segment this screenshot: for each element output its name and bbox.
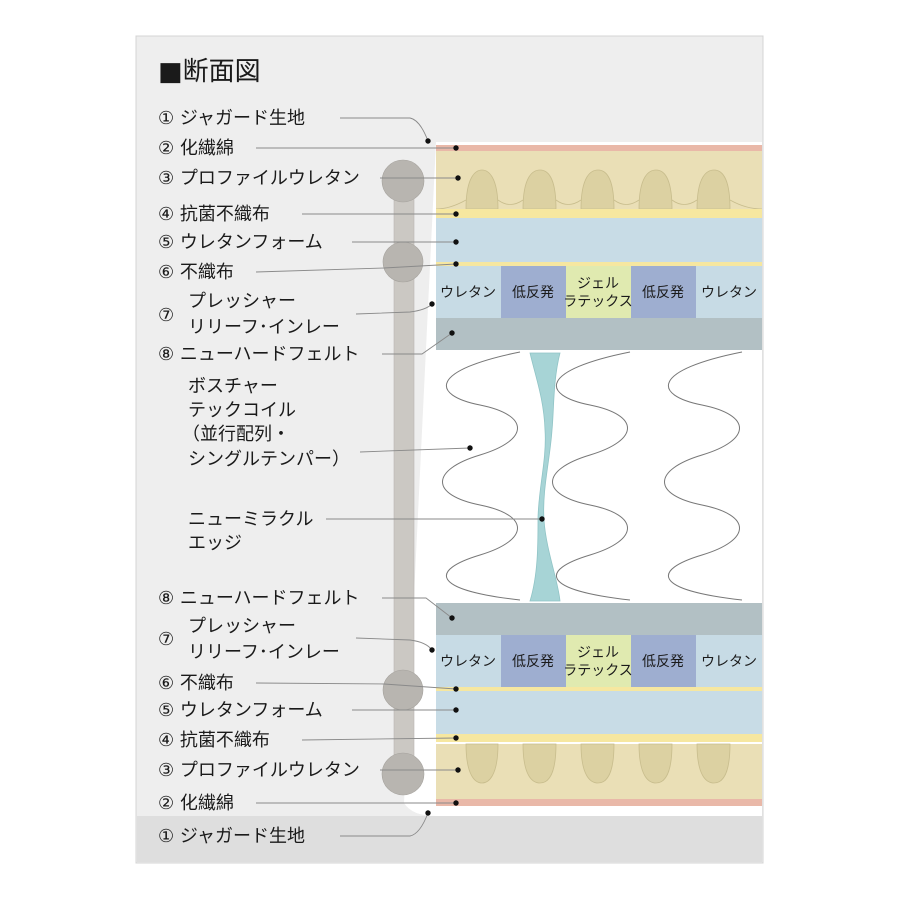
spine-knob-upper: [382, 241, 424, 283]
bottom-urethane-foam-layer: [436, 691, 762, 734]
label-jacquard-top: ① ジャガード生地: [158, 108, 305, 129]
bottom-inlay-gel-label-line1: ジェル: [577, 645, 619, 661]
bottom-jacquard-layer: [436, 799, 762, 806]
top-hard-felt-layer: [436, 318, 762, 350]
pocket-coils: [442, 351, 743, 601]
bottom-inlay-urethane-left: [436, 635, 501, 687]
bottom-inlay-urethane-right-label: ウレタン: [701, 654, 757, 670]
leader-lines: [255, 117, 542, 837]
leader-dots: [425, 138, 545, 816]
bottom-inlay-gel-latex: [566, 635, 631, 687]
top-inlay-gel-latex: [566, 266, 631, 318]
top-jacquard-layer: [436, 145, 762, 151]
label-profile-urethane-bottom: ③ プロファイルウレタン: [158, 760, 360, 781]
panel-bottom-band: [137, 816, 762, 862]
top-nonwoven-layer: [436, 262, 762, 266]
miracle-edge: [529, 352, 561, 602]
label-inlay-top-line2: リリーフ･インレー: [188, 317, 340, 338]
top-inlay-gel-label-line2: ラテックス: [563, 294, 633, 310]
label-inlay-bottom-line2: リリーフ･インレー: [188, 642, 340, 663]
top-antibacterial-layer: [436, 209, 762, 218]
top-inlay-urethane-right-label: ウレタン: [701, 285, 757, 301]
bottom-inlay-gel-label-line2: ラテックス: [563, 663, 633, 679]
label-coil-line1: ボスチャー: [188, 376, 278, 397]
bottom-antibacterial-layer: [436, 734, 762, 742]
label-antibacterial-bottom: ④ 抗菌不織布: [158, 730, 270, 751]
bottom-inlay-low-rebound-right: [631, 635, 696, 687]
bottom-inlay-low-rebound-right-label: 低反発: [642, 654, 684, 670]
bottom-inlay-urethane-right: [696, 635, 762, 687]
label-hard-felt-bottom: ⑧ ニューハードフェルト: [158, 588, 360, 609]
bottom-inlay-low-rebound-left-label: 低反発: [512, 654, 554, 670]
label-inlay-top-line1: プレッシャー: [188, 291, 296, 312]
bottom-hard-felt-layer: [436, 603, 762, 635]
top-inlay-urethane-left: [436, 266, 501, 318]
top-inlay-low-rebound-left-label: 低反発: [512, 285, 554, 301]
label-antibacterial-top: ④ 抗菌不織布: [158, 204, 270, 225]
top-inlay-low-rebound-right: [631, 266, 696, 318]
label-coil-line4: シングルテンパー）: [188, 449, 350, 470]
top-urethane-foam-layer: [436, 218, 762, 262]
spine-knob-top: [381, 159, 425, 203]
label-inlay-mark-top: ⑦: [158, 305, 174, 326]
top-inlay-row: ウレタン 低反発 ジェル ラテックス 低反発 ウレタン: [436, 266, 762, 318]
bottom-inlay-urethane-left-label: ウレタン: [440, 654, 496, 670]
bottom-profile-urethane-bumps: [465, 743, 731, 784]
top-inlay-gel-label-line1: ジェル: [577, 276, 619, 292]
label-hard-felt-top: ⑧ ニューハードフェルト: [158, 344, 360, 365]
bottom-inlay-row: ウレタン 低反発 ジェル ラテックス 低反発 ウレタン: [436, 635, 762, 687]
top-inlay-low-rebound-left: [501, 266, 566, 318]
top-profile-urethane-bumps: [435, 169, 763, 210]
label-edge-line2: エッジ: [188, 533, 242, 554]
page-title: ■断面図: [158, 57, 261, 87]
label-coil-line3: （並行配列・: [182, 424, 290, 445]
label-inlay-mark-bottom: ⑦: [158, 629, 174, 650]
top-inlay-low-rebound-right-label: 低反発: [642, 285, 684, 301]
spine-knob-bottom: [381, 752, 425, 796]
label-nonwoven-bottom: ⑥ 不織布: [158, 673, 234, 694]
label-wadding-top: ② 化繊綿: [158, 138, 234, 159]
top-inlay-urethane-left-label: ウレタン: [440, 285, 496, 301]
bottom-nonwoven-layer: [436, 687, 762, 691]
label-coil-line2: テックコイル: [188, 400, 296, 421]
top-inlay-urethane-right: [696, 266, 762, 318]
label-nonwoven-top: ⑥ 不織布: [158, 262, 234, 283]
spine-knob-lower: [382, 669, 424, 711]
label-wadding-bottom: ② 化繊綿: [158, 793, 234, 814]
label-inlay-bottom-line1: プレッシャー: [188, 616, 296, 637]
label-jacquard-bottom: ① ジャガード生地: [158, 826, 305, 847]
label-urethane-foam-top: ⑤ ウレタンフォーム: [158, 232, 323, 253]
label-profile-urethane-top: ③ プロファイルウレタン: [158, 168, 360, 189]
label-urethane-foam-bottom: ⑤ ウレタンフォーム: [158, 700, 323, 721]
label-edge-line1: ニューミラクル: [188, 509, 313, 530]
bottom-inlay-low-rebound-left: [501, 635, 566, 687]
